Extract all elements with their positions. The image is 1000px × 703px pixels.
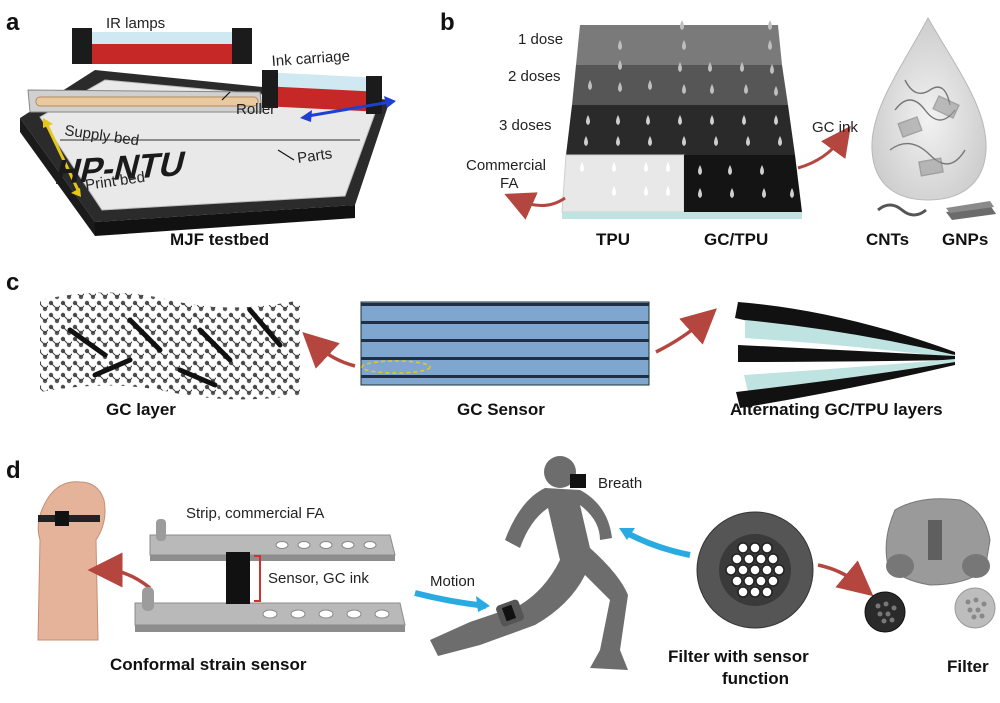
gc-tpu-block [684, 155, 802, 212]
alternating-layers-caption: Alternating GC/TPU layers [730, 400, 943, 419]
breath-mask [570, 474, 586, 488]
knee-sensor [496, 599, 524, 627]
supply-direction-arrow [43, 118, 81, 197]
parts-pointer [277, 149, 295, 161]
motion-arrow [414, 590, 487, 609]
roller-label: Roller [236, 101, 275, 118]
cnts-caption: CNTs [866, 230, 909, 249]
gc-ink-arrow [797, 125, 851, 170]
dose-3-droplets [584, 115, 794, 198]
roller-pointer [221, 91, 231, 101]
panel-b-letter: b [440, 9, 455, 36]
forearm-with-sensor [37, 481, 106, 641]
ink-carriage-label: Ink carriage [271, 48, 350, 70]
gc-sensor-caption: GC Sensor [457, 400, 545, 419]
dose-layer-2 [572, 65, 788, 105]
carriage-direction-arrow [300, 96, 396, 122]
runner-silhouette [430, 456, 628, 670]
gc-sensor-image [360, 301, 650, 386]
mjf-testbed-caption: MJF testbed [170, 230, 269, 249]
gnps-caption: GNPs [942, 230, 988, 249]
panel-d: d [6, 456, 996, 688]
commercial-fa-label-line1: Commercial [466, 157, 546, 174]
alternating-layers-graphic [735, 302, 955, 408]
tpu-block [561, 154, 685, 213]
motion-arrow-head [476, 596, 490, 612]
tpu-caption: TPU [596, 230, 630, 249]
gnp-icon [946, 201, 996, 220]
gc-layer-arrow [302, 332, 356, 369]
parts-label: Parts [296, 145, 333, 167]
filter-arrow-head [619, 528, 635, 540]
panel-c: c GC layer GC Sensor Alternating GC/TPU … [6, 269, 955, 419]
ink-droplets [588, 20, 778, 96]
sensor-filter-disc [696, 511, 814, 629]
dose-layer-3 [566, 105, 795, 155]
filter-caption: Filter [947, 657, 989, 676]
filter-sensor-caption-line1: Filter with sensor [668, 647, 809, 666]
tpu-base-layer [562, 212, 802, 219]
mjf-frame-side [20, 118, 95, 236]
filter-grey [954, 587, 996, 629]
gc-layer-highlight [361, 360, 431, 374]
breath-label: Breath [598, 475, 642, 492]
ir-lamps-label: IR lamps [106, 15, 165, 32]
gc-lattice [40, 292, 300, 400]
panel-b: b [440, 9, 996, 249]
cnt-icon [877, 203, 927, 217]
panel-c-letter: c [6, 269, 19, 296]
strain-sensor-device [134, 519, 406, 632]
layers-arrow [655, 308, 718, 354]
filter-arrow [623, 529, 691, 558]
strip-label: Strip, commercial FA [186, 505, 324, 522]
strain-sensor-caption: Conformal strain sensor [110, 655, 307, 674]
dose-1-label: 1 dose [518, 31, 563, 48]
motion-label: Motion [430, 573, 475, 590]
gc-tpu-caption: GC/TPU [704, 230, 768, 249]
gc-layer-caption: GC layer [106, 400, 176, 419]
dose-2-label: 2 doses [508, 68, 561, 85]
dose-3-label: 3 doses [499, 117, 552, 134]
roller [35, 96, 259, 107]
filter-sensor-caption-line2: function [722, 669, 789, 688]
respirator-mask [885, 498, 991, 586]
sensor-label: Sensor, GC ink [268, 570, 369, 587]
arm-arrow [87, 552, 152, 590]
gc-ink-drop [871, 16, 987, 201]
drop-nanomaterials [889, 79, 966, 177]
panel-a: a [6, 9, 396, 249]
commercial-fa-label-line2: FA [500, 175, 518, 192]
panel-d-letter: d [6, 457, 21, 484]
gc-ink-label: GC ink [812, 119, 858, 136]
ir-lamp-unit [72, 28, 252, 64]
filter-black [864, 591, 906, 633]
panel-a-letter: a [6, 9, 20, 36]
mask-arrow [817, 560, 874, 597]
fa-droplets [580, 162, 670, 196]
nanotube-bundles [67, 307, 283, 388]
dose-layer-1 [576, 25, 782, 65]
fa-arrow [504, 192, 566, 220]
mjf-frame-front [95, 205, 355, 236]
